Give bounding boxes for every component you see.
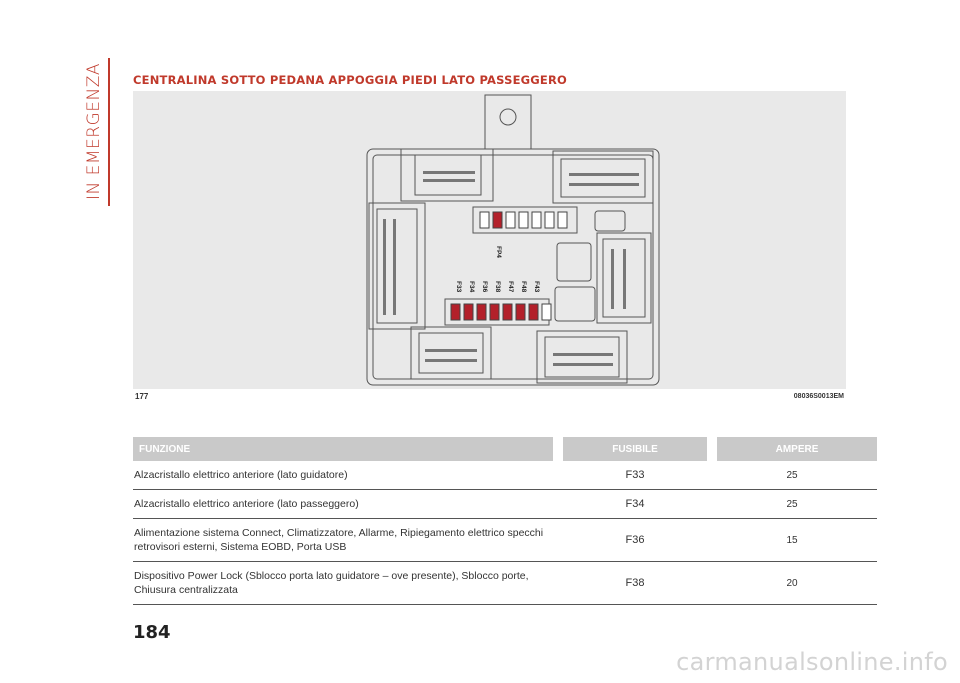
- label-f47: F47: [507, 281, 514, 293]
- header-fuse: FUSIBILE: [563, 437, 707, 461]
- figure-code: 08036S0013EM: [793, 393, 844, 400]
- row-function: Dispositivo Power Lock (Sblocco porta la…: [134, 570, 529, 596]
- label-f48: F48: [520, 281, 527, 293]
- row-fuse: F38: [625, 577, 645, 589]
- table-row: Alimentazione sistema Connect, Climatizz…: [133, 519, 877, 562]
- label-f36: F36: [481, 281, 488, 293]
- fuse-table: FUNZIONE FUSIBILE AMPERE Alzacristallo e…: [133, 437, 877, 605]
- section-tab-label: IN EMERGENZA: [84, 62, 104, 200]
- table-row: Alzacristallo elettrico anteriore (lato …: [133, 490, 877, 519]
- header-function: FUNZIONE: [133, 437, 553, 461]
- row-function: Alzacristallo elettrico anteriore (lato …: [134, 469, 348, 481]
- fuse-box-illustration: FP4 F33 F34 F36 F38 F47 F48 F43: [366, 94, 660, 386]
- watermark: carmanualsonline.info: [676, 648, 948, 676]
- row-fuse: F34: [625, 498, 645, 510]
- label-fp4: FP4: [495, 246, 502, 258]
- row-amps: 25: [786, 498, 798, 510]
- row-amps: 20: [786, 577, 798, 589]
- row-amps: 25: [786, 469, 798, 481]
- section-divider: [108, 58, 110, 206]
- table-row: Dispositivo Power Lock (Sblocco porta la…: [133, 562, 877, 605]
- fuse-box-diagram: FP4 F33 F34 F36 F38 F47 F48 F43: [133, 91, 846, 389]
- table-header: FUNZIONE FUSIBILE AMPERE: [133, 437, 877, 461]
- row-function: Alzacristallo elettrico anteriore (lato …: [134, 498, 359, 510]
- label-f38: F38: [494, 281, 501, 293]
- section-title: CENTRALINA SOTTO PEDANA APPOGGIA PIEDI L…: [133, 73, 567, 87]
- table-row: Alzacristallo elettrico anteriore (lato …: [133, 461, 877, 490]
- header-amps: AMPERE: [717, 437, 877, 461]
- row-fuse: F36: [625, 534, 645, 546]
- figure-number: 177: [135, 392, 149, 401]
- row-fuse: F33: [625, 469, 645, 481]
- label-f34: F34: [468, 281, 475, 293]
- label-f33: F33: [455, 281, 462, 293]
- page-number: 184: [133, 622, 171, 643]
- row-function: Alimentazione sistema Connect, Climatizz…: [134, 527, 544, 553]
- row-amps: 15: [786, 534, 798, 546]
- section-tab: IN EMERGENZA: [84, 60, 106, 200]
- label-f43: F43: [533, 281, 540, 293]
